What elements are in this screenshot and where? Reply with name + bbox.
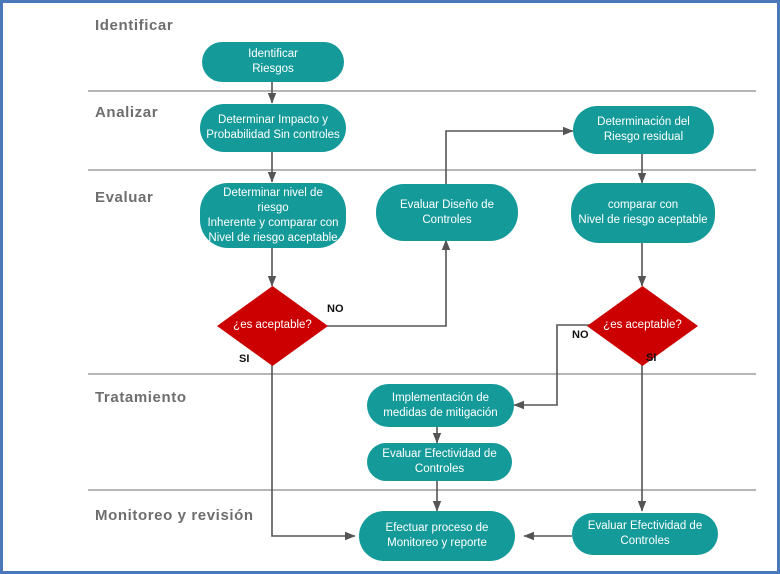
node-evaluar-efectividad-controles-1-label: Evaluar Efectividad de Controles [382, 448, 497, 475]
node-determinar-impacto[interactable]: Determinar Impacto y Probabilidad Sin co… [200, 104, 346, 152]
node-efectuar-proceso-monitoreo-label: Efectuar proceso de Monitoreo y reporte [385, 522, 489, 549]
node-identificar-riesgos-label: Identificar Riesgos [248, 48, 298, 75]
edge-no-izq-to-evaluar-diseno [327, 239, 451, 327]
node-evaluar-diseno-controles[interactable]: Evaluar Diseño de Controles [376, 184, 518, 241]
decision-es-aceptable-izquierda-label: ¿es aceptable? [233, 319, 312, 331]
node-evaluar-efectividad-controles-2-label: Evaluar Efectividad de Controles [587, 520, 703, 547]
node-determinar-nivel-riesgo-label: Determinar nivel de riesgo Inherente y c… [207, 186, 339, 244]
decision-es-aceptable-derecha-label: ¿es aceptable? [603, 319, 682, 331]
node-determinacion-riesgo-residual-label: Determinación del Riesgo residual [597, 116, 690, 143]
node-implementacion-medidas[interactable]: Implementación de medidas de mitigación [367, 384, 514, 427]
flowchart-canvas: Identificar Analizar Evaluar Tratamiento… [3, 3, 777, 571]
edge-si-izq-to-efectuar [271, 365, 356, 541]
lane-label-monitoreo: Monitoreo y revisión [95, 507, 254, 524]
node-implementacion-medidas-label: Implementación de medidas de mitigación [383, 391, 498, 419]
node-evaluar-efectividad-controles-2[interactable]: Evaluar Efectividad de Controles [572, 513, 718, 555]
node-comparar-con-nivel[interactable]: comparar con Nivel de riesgo aceptable [571, 183, 715, 243]
node-determinar-nivel-riesgo[interactable]: Determinar nivel de riesgo Inherente y c… [200, 183, 346, 248]
node-identificar-riesgos[interactable]: Identificar Riesgos [202, 42, 344, 82]
edge-label-si-izquierda: SI [239, 353, 250, 365]
node-evaluar-diseno-controles-label: Evaluar Diseño de Controles [400, 198, 494, 226]
node-determinar-impacto-label: Determinar Impacto y Probabilidad Sin co… [206, 114, 340, 141]
decision-es-aceptable-izquierda[interactable]: ¿es aceptable? [217, 286, 328, 366]
node-evaluar-efectividad-controles-1[interactable]: Evaluar Efectividad de Controles [367, 443, 512, 481]
edge-label-no-derecha: NO [572, 329, 589, 341]
lane-label-tratamiento: Tratamiento [95, 389, 187, 406]
edge-evaluar-diseno-to-residual [445, 126, 574, 184]
node-efectuar-proceso-monitoreo[interactable]: Efectuar proceso de Monitoreo y reporte [359, 511, 515, 561]
edge-label-si-derecha: SI [646, 352, 657, 364]
lane-label-evaluar: Evaluar [95, 189, 154, 206]
lane-label-identificar: Identificar [95, 17, 174, 34]
edge-label-no-izquierda: NO [327, 303, 344, 315]
diamond-shape-icon [587, 286, 698, 366]
node-comparar-con-nivel-label: comparar con Nivel de riesgo aceptable [578, 199, 708, 226]
lane-label-analizar: Analizar [95, 104, 159, 121]
node-determinacion-riesgo-residual[interactable]: Determinación del Riesgo residual [573, 106, 714, 154]
decision-es-aceptable-derecha[interactable]: ¿es aceptable? [587, 286, 698, 366]
diamond-shape-icon [217, 286, 328, 366]
